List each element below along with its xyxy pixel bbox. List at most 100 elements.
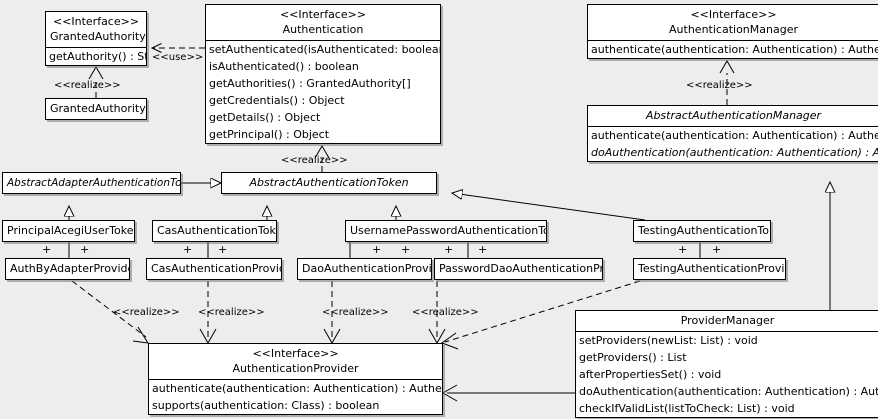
- class-header: <<Interface>> AuthenticationProvider: [149, 344, 442, 379]
- operation-item: doAuthentication(authentication: Authent…: [591, 146, 878, 159]
- divider: [149, 379, 442, 380]
- divider: [588, 40, 878, 41]
- class-header: UsernamePasswordAuthenticationToken: [346, 221, 546, 241]
- operation-item: doAuthentication(authentication: Authent…: [579, 385, 878, 398]
- class-header: TestingAuthenticationToken: [634, 221, 770, 241]
- edge-label-use-authentication-grantedauthority: <<use>>: [152, 52, 204, 63]
- multiplicity-marker: +: [712, 243, 722, 256]
- class-name: UsernamePasswordAuthenticationToken: [350, 224, 546, 237]
- class-name: DaoAuthenticationProvider: [302, 262, 432, 275]
- class-username-password-authentication-token[interactable]: UsernamePasswordAuthenticationToken: [345, 220, 547, 242]
- edge-label-realize-casauthenticationprovider: <<realize>>: [198, 307, 265, 318]
- operation-item: setAuthenticated(isAuthenticated: boolea…: [209, 43, 440, 56]
- edge-label-realize-grantedauthorityimpl: <<realize>>: [54, 80, 121, 91]
- class-header: ProviderManager: [576, 311, 878, 331]
- class-name: PrincipalAcegiUserToken: [7, 224, 135, 237]
- divider: [206, 40, 440, 41]
- class-name: AbstractAuthenticationManager: [645, 109, 822, 122]
- operation-item: getAuthorities() : GrantedAuthority[]: [209, 77, 411, 90]
- operation-item: getPrincipal() : Object: [209, 128, 330, 141]
- link-generalization-testingauthenticationtoken-abstractauthenticationtoken: [452, 193, 646, 221]
- class-header: AuthByAdapterProvider: [6, 259, 129, 279]
- divider: [46, 47, 146, 48]
- class-authentication-manager[interactable]: <<Interface>> AuthenticationManager auth…: [587, 4, 878, 59]
- operation-item: getCredentials() : Object: [209, 94, 345, 107]
- class-header: DaoAuthenticationProvider: [298, 259, 431, 279]
- class-testing-authentication-provider[interactable]: TestingAuthenticationProvider: [633, 258, 786, 280]
- operation-item: getProviders() : List: [579, 351, 687, 364]
- operation-item: authenticate(authentication: Authenticat…: [591, 129, 878, 142]
- multiplicity-marker: +: [183, 243, 193, 256]
- divider: [588, 126, 878, 127]
- edge-label-realize-abstractauthenticationtoken: <<realize>>: [281, 155, 348, 166]
- class-header: AbstractAuthenticationManager: [588, 106, 878, 126]
- operation-item: authenticate(authentication: Authenticat…: [152, 382, 442, 395]
- multiplicity-marker: +: [80, 243, 90, 256]
- edge-label-realize-authbyadapterprovider: <<realize>>: [113, 307, 180, 318]
- multiplicity-marker: +: [372, 243, 382, 256]
- operations-compartment: authenticate(authentication: Authenticat…: [588, 41, 878, 58]
- operations-compartment: authenticate(authentication: Authenticat…: [149, 380, 442, 414]
- class-header: <<Interface>> GrantedAuthority: [46, 12, 146, 47]
- class-granted-authority-impl[interactable]: GrantedAuthorityImpl: [45, 98, 147, 120]
- class-cas-authentication-token[interactable]: CasAuthenticationToken: [152, 220, 277, 242]
- class-testing-authentication-token[interactable]: TestingAuthenticationToken: [633, 220, 771, 242]
- class-name: TestingAuthenticationToken: [638, 224, 770, 237]
- class-header: <<Interface>> AuthenticationManager: [588, 5, 878, 40]
- operations-compartment: authenticate(authentication: Authenticat…: [588, 127, 878, 161]
- class-name: GrantedAuthorityImpl: [50, 102, 146, 115]
- operations-compartment: setAuthenticated(isAuthenticated: boolea…: [206, 41, 440, 143]
- operations-compartment: getAuthority() : String: [46, 48, 146, 65]
- class-header: CasAuthenticationProvider: [147, 259, 281, 279]
- operation-item: checkIfValidList(listToCheck: List) : vo…: [579, 402, 795, 415]
- stereotype-label: <<Interface>>: [279, 8, 367, 21]
- class-header: <<Interface>> Authentication: [206, 5, 440, 40]
- class-name: AuthByAdapterProvider: [10, 262, 130, 275]
- class-header: PrincipalAcegiUserToken: [3, 221, 134, 241]
- class-name: AuthenticationProvider: [232, 362, 359, 375]
- multiplicity-marker: +: [401, 243, 411, 256]
- class-name: AuthenticationManager: [669, 23, 798, 36]
- edge-label-realize-passworddaoauthenticationprovider: <<realize>>: [412, 307, 479, 318]
- class-header: GrantedAuthorityImpl: [46, 99, 146, 119]
- edge-label-realize-daoauthenticationprovider: <<realize>>: [322, 307, 389, 318]
- multiplicity-marker: +: [444, 243, 454, 256]
- class-authentication[interactable]: <<Interface>> Authentication setAuthenti…: [205, 4, 441, 144]
- class-name: AbstractAdapterAuthenticationToken: [7, 177, 181, 189]
- class-principal-acegi-user-token[interactable]: PrincipalAcegiUserToken: [2, 220, 135, 242]
- divider: [576, 331, 878, 332]
- class-header: PasswordDaoAuthenticationProvider: [435, 259, 602, 279]
- operations-compartment: setProviders(newList: List) : void getPr…: [576, 332, 878, 417]
- class-name: AbstractAuthenticationToken: [249, 176, 409, 189]
- class-auth-by-adapter-provider[interactable]: AuthByAdapterProvider: [5, 258, 130, 280]
- class-header: CasAuthenticationToken: [153, 221, 276, 241]
- class-authentication-provider[interactable]: <<Interface>> AuthenticationProvider aut…: [148, 343, 443, 415]
- class-provider-manager[interactable]: ProviderManager setProviders(newList: Li…: [575, 310, 878, 418]
- class-password-dao-authentication-provider[interactable]: PasswordDaoAuthenticationProvider: [434, 258, 603, 280]
- class-dao-authentication-provider[interactable]: DaoAuthenticationProvider: [297, 258, 432, 280]
- link-use-providermanager-authenticationprovider: [441, 384, 575, 402]
- class-name: GrantedAuthority: [50, 30, 146, 43]
- class-abstract-authentication-token[interactable]: AbstractAuthenticationToken: [221, 172, 437, 194]
- multiplicity-marker: +: [218, 243, 228, 256]
- operation-item: authenticate(authentication: Authenticat…: [591, 43, 878, 56]
- operation-item: getAuthority() : String: [49, 50, 146, 63]
- class-cas-authentication-provider[interactable]: CasAuthenticationProvider: [146, 258, 282, 280]
- class-header: AbstractAuthenticationToken: [222, 173, 436, 193]
- operation-item: getDetails() : Object: [209, 111, 321, 124]
- class-name: Authentication: [282, 23, 364, 36]
- class-granted-authority[interactable]: <<Interface>> GrantedAuthority getAuthor…: [45, 11, 147, 66]
- class-header: TestingAuthenticationProvider: [634, 259, 785, 279]
- class-header: AbstractAdapterAuthenticationToken: [3, 173, 180, 193]
- class-name: TestingAuthenticationProvider: [638, 262, 785, 275]
- stereotype-label: <<Interface>>: [52, 15, 140, 28]
- stereotype-label: <<Interface>>: [252, 347, 339, 360]
- operation-item: afterPropertiesSet() : void: [579, 368, 722, 381]
- multiplicity-marker: +: [42, 243, 52, 256]
- class-abstract-authentication-manager[interactable]: AbstractAuthenticationManager authentica…: [587, 105, 878, 162]
- class-name: ProviderManager: [680, 314, 775, 327]
- class-abstract-adapter-authentication-token[interactable]: AbstractAdapterAuthenticationToken: [2, 172, 181, 194]
- class-name: PasswordDaoAuthenticationProvider: [439, 262, 602, 275]
- operation-item: isAuthenticated() : boolean: [209, 60, 359, 73]
